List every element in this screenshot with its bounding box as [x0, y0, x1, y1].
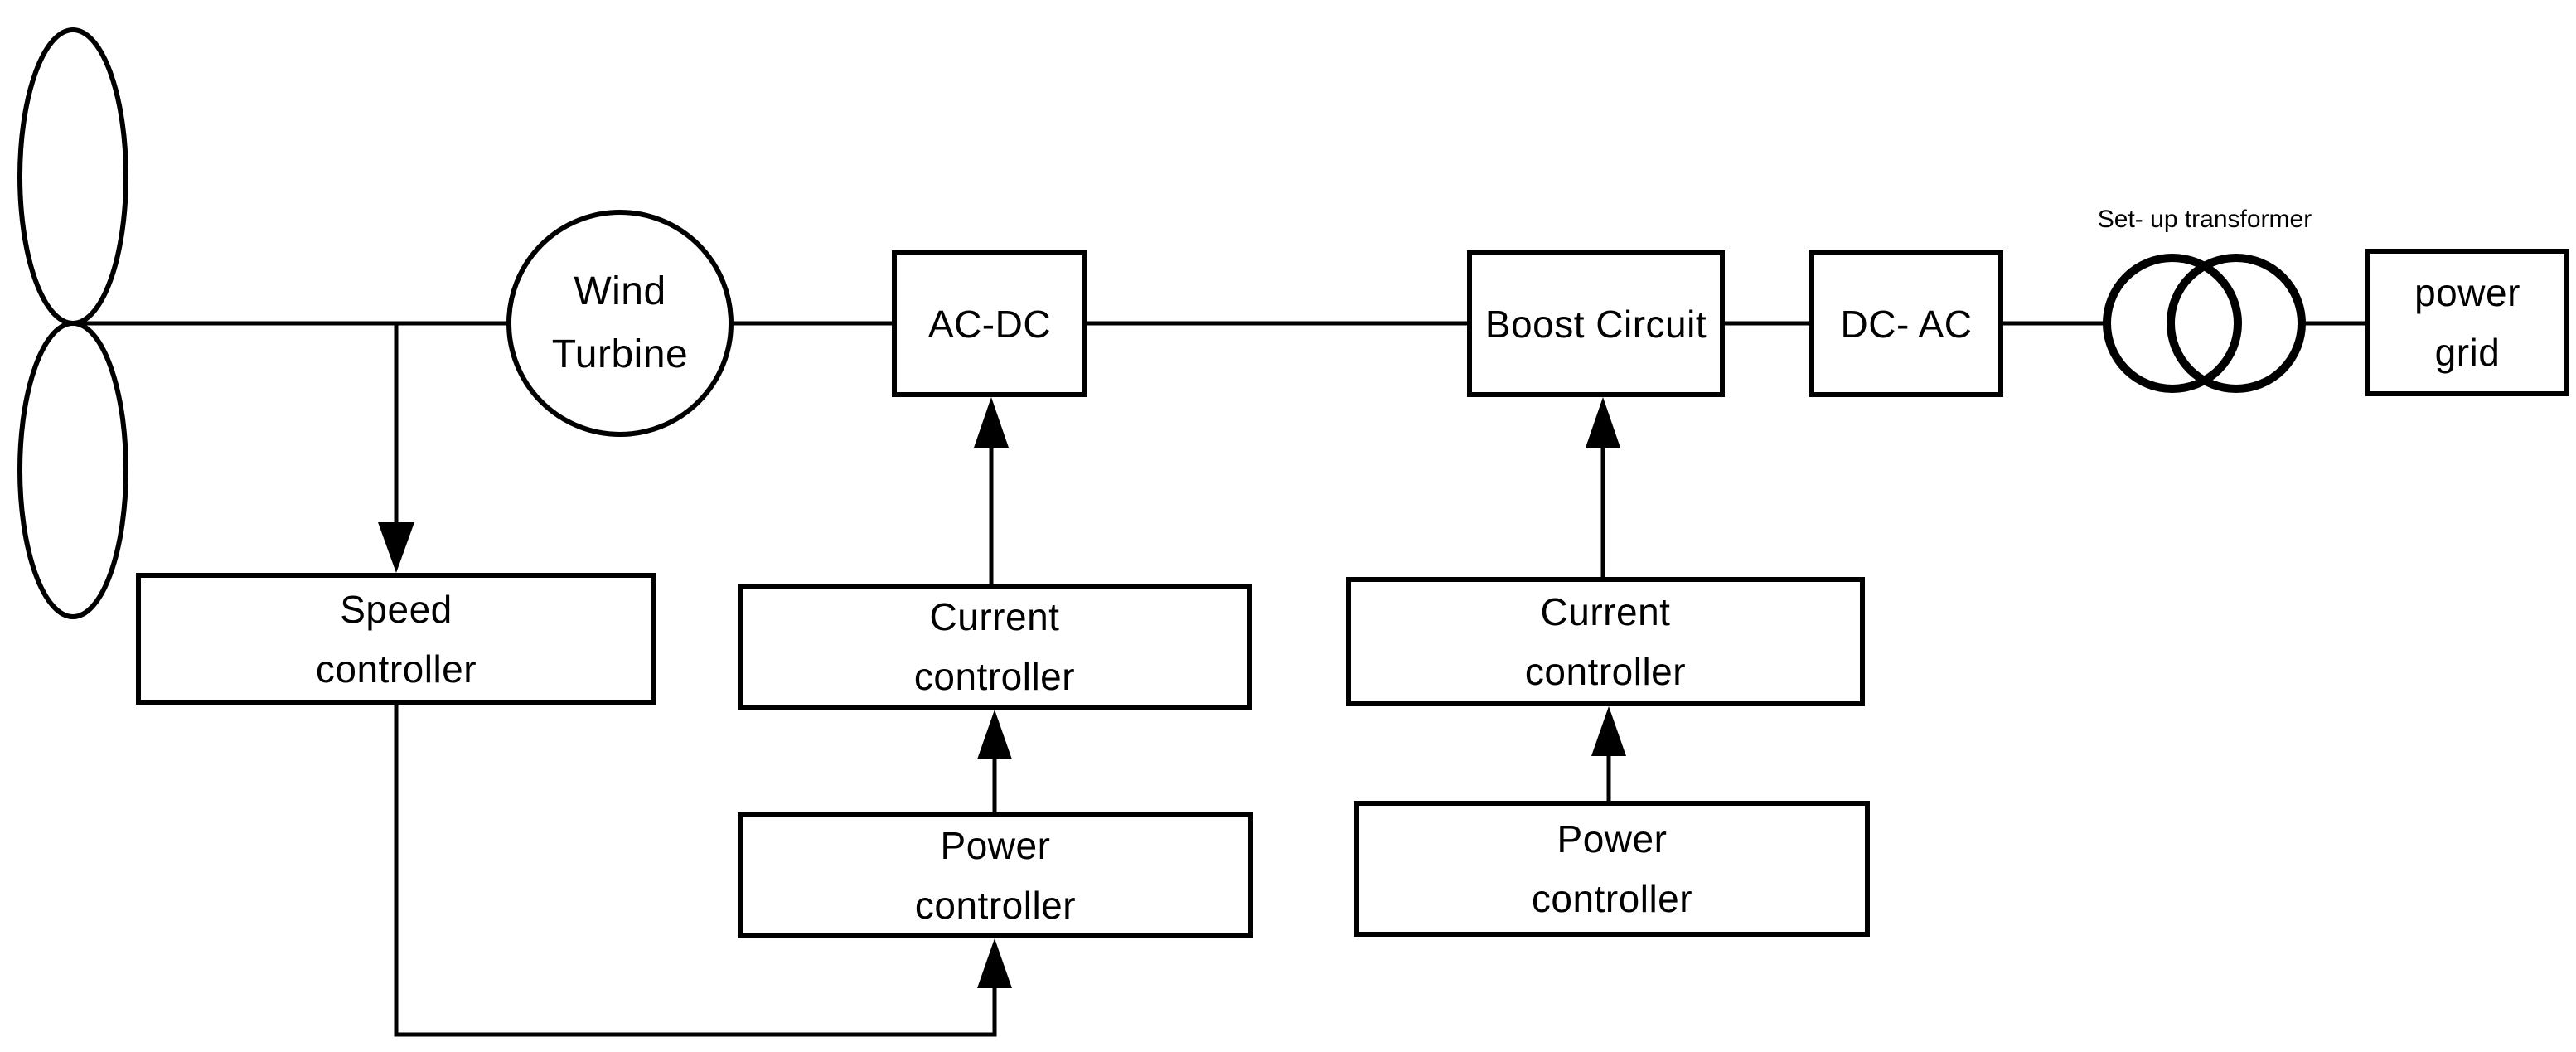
turbine-blade-top-icon: [17, 27, 128, 326]
boost-circuit-node: Boost Circuit: [1467, 250, 1725, 397]
ac-dc-label: AC-DC: [927, 302, 1052, 346]
speed-controller-node: Speed controller: [136, 573, 656, 705]
current-controller-right-label: Current controller: [1524, 590, 1687, 693]
power-grid-label: power grid: [2414, 271, 2520, 374]
feedback-line-speed-to-power: [394, 705, 997, 1037]
arrowhead-into-boost-icon: [1586, 397, 1620, 448]
boost-circuit-label: Boost Circuit: [1484, 302, 1707, 346]
current-controller-left-node: Current controller: [738, 584, 1252, 710]
wind-turbine-node: Wind Turbine: [506, 210, 734, 437]
transformer-caption: Set- up transformer: [2097, 206, 2312, 233]
arrowhead-into-acdc-icon: [974, 397, 1009, 448]
transformer-secondary-coil-icon: [2167, 254, 2306, 393]
transformer-primary-coil-icon: [2103, 254, 2242, 393]
arrowhead-into-current-controller-right-icon: [1591, 706, 1626, 756]
arrowhead-into-speed-controller-icon: [378, 522, 414, 573]
wind-turbine-label: Wind Turbine: [551, 269, 689, 376]
power-grid-node: power grid: [2365, 249, 2569, 396]
power-controller-left-node: Power controller: [738, 812, 1253, 938]
power-controller-right-node: Power controller: [1354, 801, 1870, 937]
dc-ac-inverter-node: DC- AC: [1809, 250, 2003, 397]
turbine-blade-bottom-icon: [17, 321, 128, 619]
current-controller-right-node: Current controller: [1346, 577, 1865, 706]
dc-ac-label: DC- AC: [1840, 302, 1973, 346]
arrowhead-into-current-controller-left-icon: [977, 710, 1012, 759]
arrowhead-into-power-controller-left-icon: [977, 938, 1012, 988]
speed-controller-label: Speed controller: [315, 587, 477, 691]
power-controller-right-label: Power controller: [1531, 817, 1693, 920]
ac-dc-converter-node: AC-DC: [892, 250, 1087, 397]
power-controller-left-label: Power controller: [914, 824, 1077, 927]
current-controller-left-label: Current controller: [913, 595, 1076, 698]
